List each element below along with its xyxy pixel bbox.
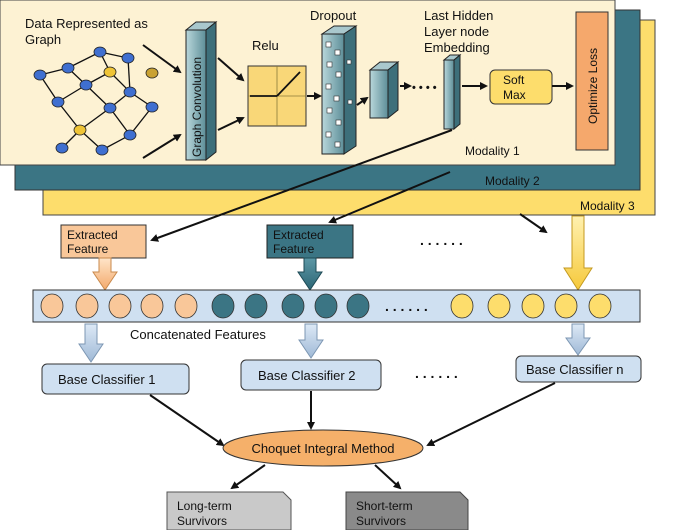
- arrow-dropout-to-dense: [356, 96, 369, 106]
- long-term-line2: Survivors: [177, 514, 227, 528]
- feature-dots: . . . . . .: [420, 232, 463, 248]
- relu-block: [247, 65, 307, 127]
- block-arrow-feature2: [297, 257, 323, 291]
- softmax-label-line1: Soft: [503, 73, 525, 87]
- last-hidden-label-line3: Embedding: [424, 40, 490, 55]
- last-hidden-label-line2: Layer node: [424, 24, 489, 39]
- extracted-feature-2-line1: Extracted: [273, 228, 324, 242]
- feature-circle-yellow-3: [521, 293, 545, 319]
- extracted-feature-1-line1: Extracted: [67, 228, 118, 242]
- optimize-loss-label: Optimize Loss: [586, 48, 600, 124]
- feature-circle-yellow-2: [487, 293, 511, 319]
- last-hidden-label-line1: Last Hidden: [424, 8, 493, 23]
- last-hidden-block: [442, 53, 462, 131]
- feature-circles: [40, 293, 612, 319]
- pipeline-dots: • • • •: [412, 82, 437, 94]
- feature-circle-teal-2: [244, 293, 268, 319]
- feature-circle-teal-3: [281, 293, 305, 319]
- block-arrow-classifiern: [565, 323, 591, 356]
- arrow-conv-to-relu-top: [217, 57, 245, 82]
- classifier-dots: . . . . . .: [415, 365, 458, 381]
- concatenated-features-label: Concatenated Features: [130, 327, 266, 342]
- long-term-line1: Long-term: [177, 499, 232, 513]
- extracted-feature-2-line2: Feature: [273, 242, 315, 256]
- modality-3-label: Modality 3: [580, 199, 635, 213]
- block-arrow-classifier1: [78, 323, 104, 363]
- dense-block: [368, 60, 400, 120]
- feature-circle-teal-5: [346, 293, 370, 319]
- bar-dots: . . . . . .: [385, 298, 428, 314]
- extracted-feature-2: Extracted Feature: [266, 224, 354, 259]
- arrow-classifiern-to-choquet: [426, 382, 556, 446]
- block-arrow-feature1: [92, 257, 118, 291]
- feature-circle-orange-5: [174, 293, 198, 319]
- base-classifier-1-label: Base Classifier 1: [58, 372, 156, 387]
- arrow-choquet-to-short: [374, 464, 402, 490]
- softmax-label-line2: Max: [503, 88, 526, 102]
- input-label-line2: Graph: [25, 32, 61, 47]
- block-arrow-classifier2: [298, 323, 324, 359]
- relu-label: Relu: [252, 38, 279, 53]
- graph-convolution-label: Graph Convolution: [190, 57, 204, 157]
- base-classifier-1: Base Classifier 1: [41, 363, 190, 395]
- dropout-block: [320, 25, 358, 155]
- short-term-survivors-node: Short-term Survivors: [345, 491, 469, 530]
- short-term-line2: Survivors: [356, 514, 406, 528]
- feature-circle-orange-3: [108, 293, 132, 319]
- extracted-feature-1: Extracted Feature: [60, 224, 147, 259]
- modality-2-label: Modality 2: [485, 174, 540, 188]
- arrow-graph-to-conv-bottom: [142, 133, 182, 159]
- arrow-graph-to-conv-top: [142, 44, 182, 74]
- optimize-loss-block: Optimize Loss: [575, 11, 609, 151]
- base-classifier-n-label: Base Classifier n: [526, 362, 624, 377]
- feature-circle-teal-4: [314, 293, 338, 319]
- arrow-hidden-to-feature1: [150, 129, 453, 242]
- arrow-choquet-to-long: [230, 464, 266, 490]
- arrow-modality2-to-feature2: [328, 171, 451, 224]
- feature-circle-orange-1: [40, 293, 64, 319]
- feature-circle-orange-2: [75, 293, 99, 319]
- feature-circle-orange-4: [140, 293, 164, 319]
- choquet-label: Choquet Integral Method: [251, 441, 394, 456]
- feature-circle-yellow-4: [554, 293, 578, 319]
- arrow-classifier1-to-choquet: [149, 394, 225, 447]
- arrow-conv-to-relu-bottom: [217, 116, 245, 131]
- extracted-feature-1-line2: Feature: [67, 242, 109, 256]
- dropout-label: Dropout: [310, 8, 357, 23]
- choquet-integral-node: Choquet Integral Method: [222, 429, 424, 467]
- input-graph-nodes: [33, 46, 159, 156]
- feature-circle-yellow-1: [450, 293, 474, 319]
- input-label-line1: Data Represented as: [25, 16, 148, 31]
- block-arrow-modality3: [563, 215, 593, 291]
- feature-circle-yellow-5: [588, 293, 612, 319]
- arrow-modality3-to-right: [519, 213, 548, 234]
- modality-1-label: Modality 1: [465, 144, 520, 158]
- base-classifier-2: Base Classifier 2: [240, 359, 382, 391]
- short-term-line1: Short-term: [356, 499, 413, 513]
- long-term-survivors-node: Long-term Survivors: [166, 491, 292, 530]
- softmax-block: Soft Max: [489, 69, 553, 105]
- base-classifier-n: Base Classifier n: [515, 355, 642, 383]
- feature-circle-teal-1: [211, 293, 235, 319]
- graph-convolution-block: Graph Convolution: [184, 20, 218, 162]
- base-classifier-2-label: Base Classifier 2: [258, 368, 356, 383]
